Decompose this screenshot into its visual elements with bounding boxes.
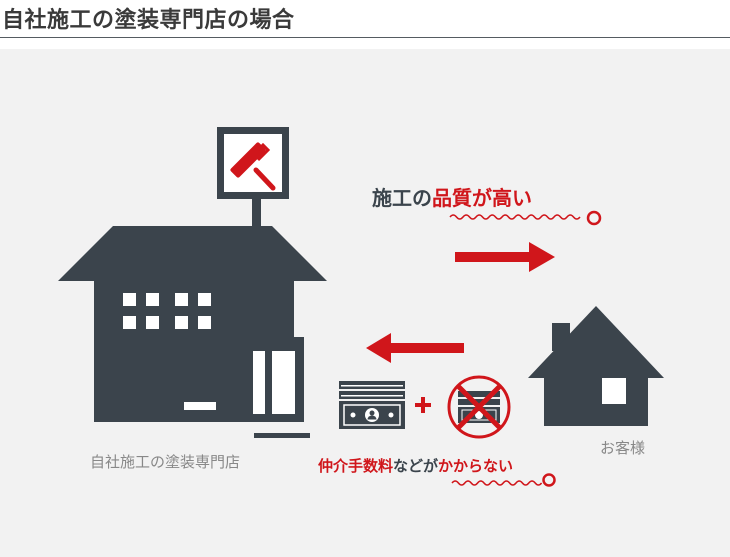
plus-icon [415, 397, 431, 413]
title-divider [0, 37, 730, 38]
quality-highlight: 品質が高い [432, 186, 532, 210]
fee-highlight-2: かからない [438, 457, 514, 475]
customer-caption: お客様 [600, 439, 646, 457]
fee-mid: などが [393, 457, 439, 475]
arrow-right-icon [455, 242, 555, 272]
store-caption: 自社施工の塗装専門店 [90, 453, 241, 471]
quality-underline [449, 210, 602, 226]
paint-roller-icon [230, 142, 276, 191]
fees-underline [451, 473, 556, 487]
quality-prefix: 施工の [372, 186, 432, 210]
page-title: 自社施工の塗装専門店の場合 [2, 8, 295, 33]
store-building-icon [58, 226, 327, 438]
store-sign [217, 127, 289, 230]
quality-statement: 施工の品質が高い [372, 182, 532, 211]
fee-highlight-1: 仲介手数料 [318, 457, 394, 475]
arrow-left-icon [366, 333, 464, 363]
money-stack-icon [339, 381, 405, 429]
fee-statement: 仲介手数料などがかからない [318, 455, 513, 476]
customer-house-icon [528, 306, 664, 426]
no-fee-icon [447, 375, 511, 439]
